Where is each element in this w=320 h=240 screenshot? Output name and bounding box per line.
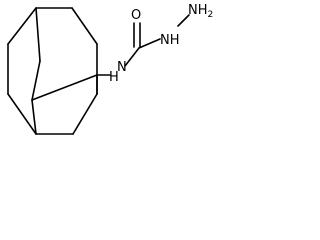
bond-cage-4 (35, 7, 41, 62)
atom-labels: O NH2 NH N H (109, 3, 213, 85)
bond-cage-12 (31, 99, 37, 135)
hydrazine-amine-subscript: 2 (208, 10, 214, 20)
hydrazine-amine-label: NH2 (188, 3, 213, 20)
hydrazine-amine-text: NH (188, 3, 208, 18)
bond-nh-to-nh2 (177, 14, 190, 27)
amide-nitrogen-label: NH (160, 33, 180, 48)
bond-cage-3 (7, 7, 37, 45)
semicarbazide-chain (96, 14, 190, 76)
bond-cage-2 (71, 7, 98, 45)
adamantane-cage (7, 7, 98, 135)
bond-nitrogen-to-carbonyl (124, 47, 140, 67)
bond-cage-5 (31, 60, 41, 101)
bond-cage-11 (31, 74, 98, 101)
bond-cage-7 (7, 93, 37, 135)
bond-cage-9 (72, 93, 98, 135)
carbonyl-oxygen-label: O (131, 8, 141, 23)
bond-carbonyl-to-nh (138, 38, 161, 49)
molecule-structure: O NH2 NH N H (7, 3, 213, 135)
adamantyl-nitrogen-label: N (117, 60, 127, 75)
adamantyl-nitrogen-hydrogen-label: H (109, 70, 119, 85)
